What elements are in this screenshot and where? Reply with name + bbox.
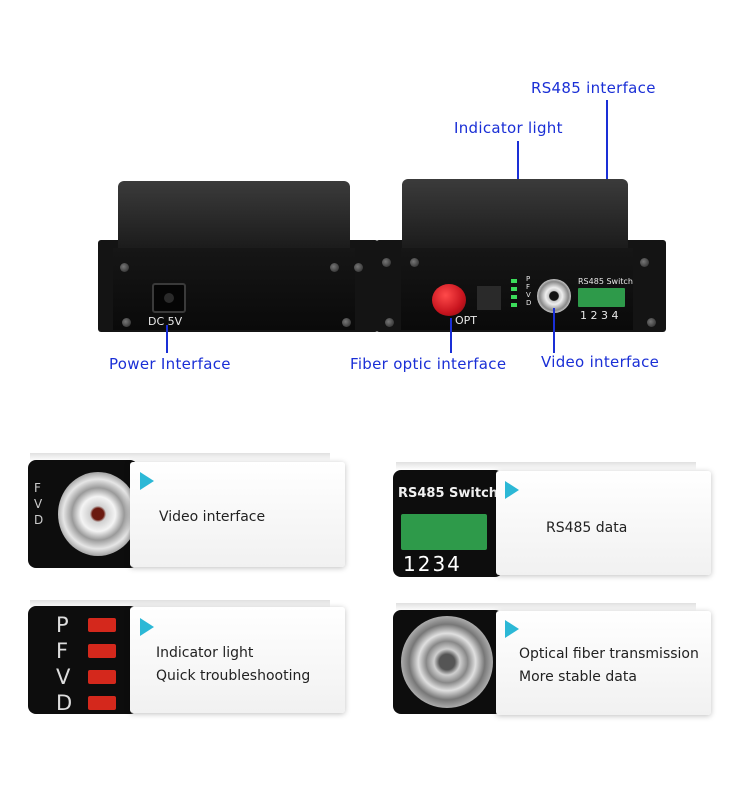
rs485-terminal-numbers: 1 2 3 4 [580,309,619,322]
fiber-optic-port [432,284,466,316]
screw [640,258,649,267]
fiber-port-housing [477,286,501,310]
feature-panel [496,611,711,715]
led-p [511,279,517,283]
video-interface-callout: Video interface [541,353,660,371]
fiber-closeup [401,616,493,708]
screw [330,263,339,272]
dc-label: DC 5V [148,315,183,328]
feature-text: Indicator light Quick troubleshooting [156,645,311,684]
play-triangle-icon [505,620,519,638]
screw [122,318,131,327]
bnc-closeup [58,472,138,556]
terminal-closeup [401,514,487,550]
screw [382,258,391,267]
fiber-optic-callout: Fiber optic interface [350,355,507,373]
bnc-video-port [537,279,571,313]
play-triangle-icon [140,472,154,490]
red-led-closeup [88,696,116,710]
red-led-closeup [88,618,116,632]
indicator-light-callout: Indicator light [454,119,563,137]
rs485-interface-callout: RS485 interface [531,79,656,97]
screw [120,263,129,272]
screw [342,318,351,327]
feature-panel [130,607,345,713]
fiber-callout-line [450,318,452,353]
rs485-switch-label: RS485 Switch [578,277,633,286]
power-callout-line [166,325,168,353]
device-left-top [118,181,350,249]
feature-text: Video interface [159,509,266,525]
screw [385,318,394,327]
feature-panel [130,462,345,567]
red-led-closeup [88,670,116,684]
rs485-photo: RS485 Switch 1234 [393,470,503,577]
play-triangle-icon [140,618,154,636]
fiber-photo [393,610,503,714]
feature-panel [496,471,711,575]
video-callout-line [553,308,555,353]
screw [354,263,363,272]
feature-text: RS485 data [546,520,628,536]
feature-text: Optical fiber transmission More stable d… [519,646,699,685]
device-right-top [402,179,628,249]
red-led-closeup [88,644,116,658]
screw [647,318,656,327]
rs485-terminal-block [578,288,625,307]
dc-power-jack [152,283,186,313]
led-v [511,295,517,299]
play-triangle-icon [505,481,519,499]
led-d [511,303,517,307]
screw [410,258,419,267]
opt-label: OPT [455,314,478,327]
led-f [511,287,517,291]
power-interface-callout: Power Interface [109,355,231,373]
